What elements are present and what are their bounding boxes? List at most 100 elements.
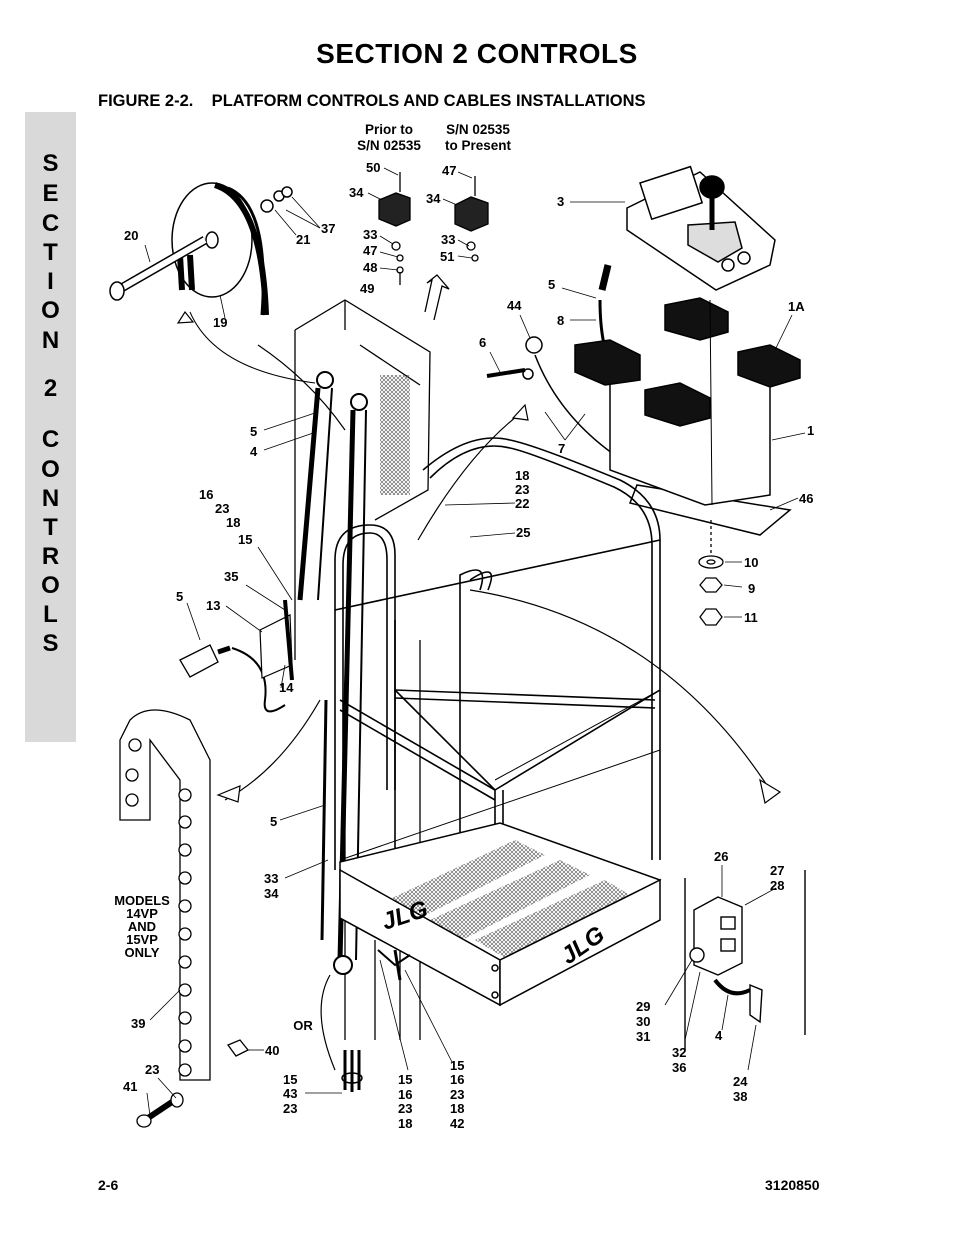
callout: 16	[450, 1072, 464, 1087]
side-tab-letter: O	[41, 297, 60, 324]
pulley-assembly	[109, 182, 316, 384]
callout: 24	[733, 1074, 748, 1089]
side-tab-letter: L	[43, 601, 58, 628]
callout: 14	[279, 680, 294, 695]
callout: 5	[548, 277, 555, 292]
callout: 31	[636, 1029, 650, 1044]
control-box	[626, 165, 776, 291]
or-label: OR	[293, 1018, 313, 1033]
callout: 18	[226, 515, 240, 530]
callout: 40	[265, 1043, 279, 1058]
callout: 23	[215, 501, 229, 516]
callout: 43	[283, 1086, 297, 1101]
callout: 7	[558, 441, 565, 456]
routing-arrows	[176, 310, 782, 805]
side-tab-letter: 2	[43, 375, 58, 402]
page-number: 2-6	[98, 1177, 119, 1193]
callout: 4	[250, 444, 258, 459]
callout: 36	[672, 1060, 686, 1075]
callout: 5	[270, 814, 277, 829]
callout: 4	[715, 1028, 723, 1043]
platform-floor	[339, 822, 662, 1007]
callout: 26	[714, 849, 728, 864]
callout: 13	[206, 598, 220, 613]
callout: 23	[283, 1101, 297, 1116]
models-note-line: ONLY	[125, 945, 160, 960]
callout: 3	[557, 194, 564, 209]
callout: 38	[733, 1089, 747, 1104]
callout: 6	[479, 335, 486, 350]
callout: 42	[450, 1116, 464, 1131]
callout: 34	[426, 191, 441, 206]
callout: 19	[213, 315, 227, 330]
prior-sn-header-line1: Prior to	[365, 122, 413, 137]
callout: 29	[636, 999, 650, 1014]
callout: 20	[124, 228, 138, 243]
callout: 15	[398, 1072, 412, 1087]
cable-bundle	[320, 949, 411, 1092]
callout: 35	[224, 569, 238, 584]
callout: 37	[321, 221, 335, 236]
hardware-stack	[698, 520, 724, 626]
callout: 18	[515, 468, 529, 483]
callout: 47	[442, 163, 456, 178]
section-side-tab: S E C T I O N 2 C O N T R O L S	[25, 112, 76, 742]
callout: 48	[363, 260, 377, 275]
callout: 15	[238, 532, 252, 547]
models-note-line: MODELS	[114, 893, 170, 908]
callout: 41	[123, 1079, 137, 1094]
side-tab-letter: C	[41, 210, 60, 237]
side-tab-letter: T	[43, 239, 58, 266]
present-sn-header-line2: to Present	[445, 138, 512, 153]
callout: 51	[440, 249, 454, 264]
models-note-line: 15VP	[126, 932, 158, 947]
callout: 5	[176, 589, 183, 604]
callout: 21	[296, 232, 310, 247]
bolt-and-washer	[136, 1039, 250, 1128]
side-tab-letter: I	[47, 268, 54, 295]
callout: 49	[360, 281, 374, 296]
control-module	[684, 870, 806, 1050]
callout: 5	[250, 424, 257, 439]
callout: 16	[398, 1087, 412, 1102]
callout-labels: 50 47 34 34 33 47 48 49 33 51 3 20 21 37…	[123, 160, 814, 1131]
callout: 22	[515, 496, 529, 511]
callout: 16	[199, 487, 213, 502]
callout: 47	[363, 243, 377, 258]
callout: 23	[145, 1062, 159, 1077]
side-tab-letter: N	[41, 485, 60, 512]
energy-chain	[119, 709, 211, 1081]
callout: 8	[557, 313, 564, 328]
present-sn-header-line1: S/N 02535	[446, 122, 510, 137]
models-note-line: AND	[128, 919, 156, 934]
side-tab-letter: N	[41, 327, 60, 354]
mount-bracket	[574, 297, 801, 536]
callout: 23	[398, 1101, 412, 1116]
callout: 33	[441, 232, 455, 247]
callout: 10	[744, 555, 758, 570]
callout: 18	[450, 1101, 464, 1116]
side-tab-letter: R	[41, 543, 60, 570]
side-tab-letter: T	[43, 514, 58, 541]
callout: 33	[363, 227, 377, 242]
callout: 46	[799, 491, 813, 506]
callout: 11	[744, 610, 758, 625]
side-tab-letter: S	[42, 150, 59, 177]
side-tab-letter: O	[41, 456, 60, 483]
callout: 27	[770, 863, 784, 878]
bracket-parts	[378, 172, 489, 321]
callout: 23	[515, 482, 529, 497]
callout: 50	[366, 160, 380, 175]
callout: 23	[450, 1087, 464, 1102]
side-tab-letter: C	[41, 426, 60, 453]
callout: 25	[516, 525, 530, 540]
left-cable	[179, 599, 294, 713]
callout: 15	[283, 1072, 297, 1087]
callout: 18	[398, 1116, 412, 1131]
callout: 34	[264, 886, 279, 901]
callout: 1	[807, 423, 814, 438]
callout: 39	[131, 1016, 145, 1031]
section-title: SECTION 2 CONTROLS	[316, 38, 638, 69]
side-tab-letter: S	[42, 630, 59, 657]
